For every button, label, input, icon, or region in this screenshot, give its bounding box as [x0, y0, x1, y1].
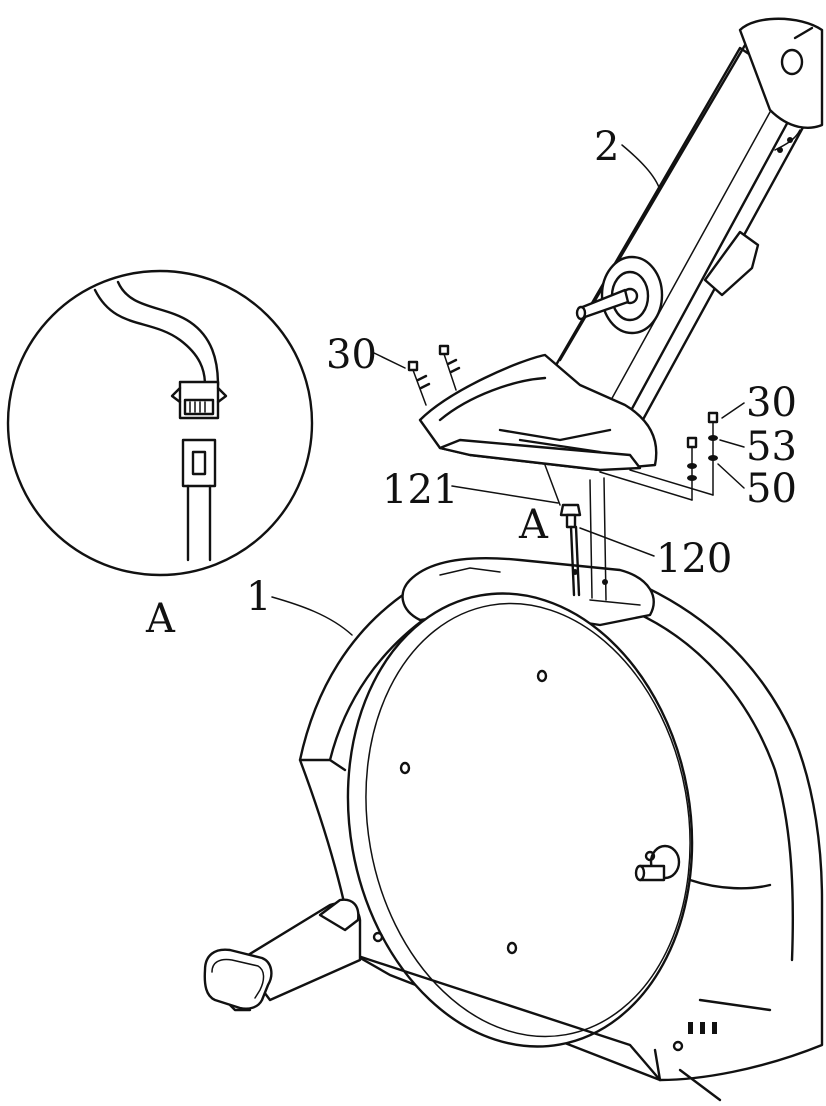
connector-icon — [559, 503, 582, 597]
callout-1: 1 — [246, 574, 271, 620]
hardware — [407, 344, 719, 601]
crank-axle — [634, 844, 681, 882]
callout-30-left: 30 — [326, 332, 377, 378]
callout-50: 50 — [746, 466, 797, 512]
callout-30-right: 30 — [746, 380, 797, 426]
callout-labels: 1 2 30 30 53 50 121 120 A A — [145, 124, 797, 642]
bolt-icon — [407, 360, 431, 406]
callout-2: 2 — [594, 124, 619, 170]
bolt-icon — [686, 436, 698, 501]
upright-tube — [418, 17, 824, 472]
detail-marker-a: A — [518, 502, 549, 548]
bolt-icon — [438, 344, 461, 391]
leader-lines — [271, 144, 745, 636]
detail-view-a — [6, 269, 314, 577]
bolt-icon — [707, 411, 719, 496]
callout-120: 120 — [656, 536, 732, 582]
rear-slots — [688, 1022, 717, 1034]
callout-53: 53 — [746, 424, 797, 470]
flywheel-disk — [346, 592, 694, 1048]
detail-caption-a: A — [145, 596, 176, 642]
callout-121: 121 — [382, 467, 458, 513]
main-frame — [298, 557, 824, 1102]
front-stabilizer — [203, 898, 362, 1012]
